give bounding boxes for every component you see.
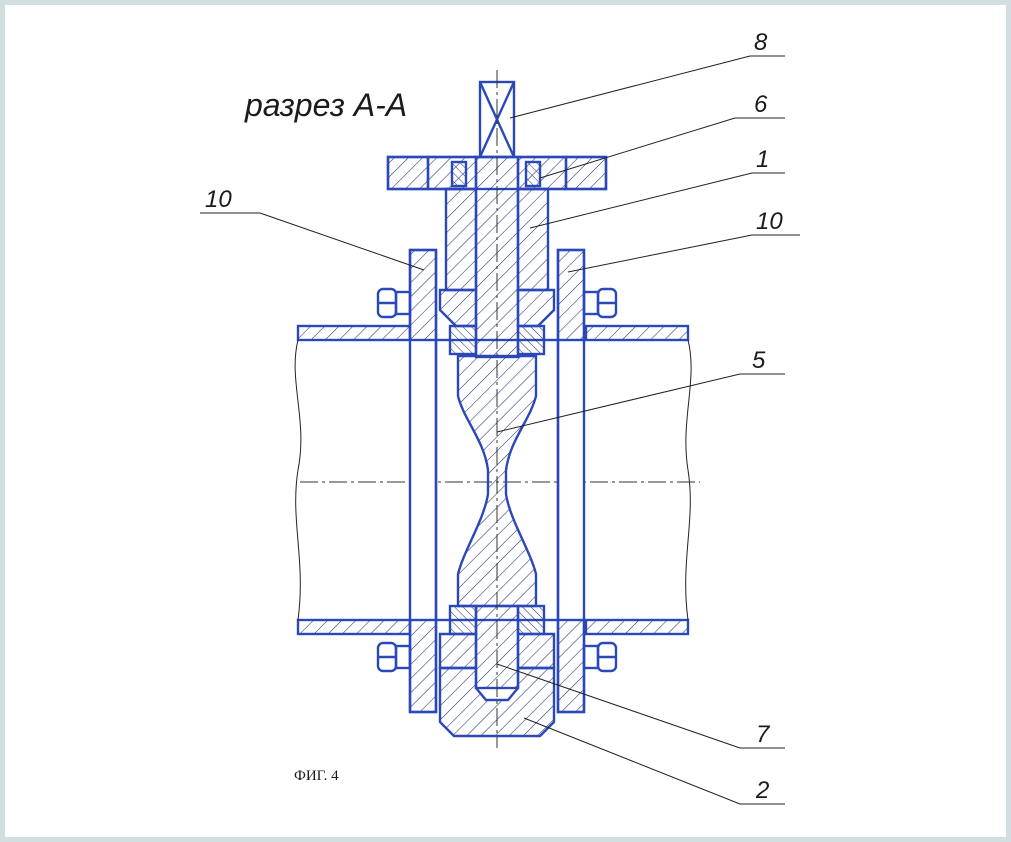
part-label-10-right: 10 xyxy=(756,208,783,235)
flange-right xyxy=(556,248,586,714)
bolt-lower-left xyxy=(376,641,412,673)
section-title: разрез А-А xyxy=(244,87,407,123)
pipe-right xyxy=(584,324,692,636)
shaft-lower xyxy=(474,604,520,690)
part-label-1: 1 xyxy=(756,146,769,173)
flange-left xyxy=(408,248,438,714)
bolt-lower-right xyxy=(582,641,618,673)
part-label-5: 5 xyxy=(752,347,766,374)
part-label-8: 8 xyxy=(754,29,768,56)
part-label-10-left: 10 xyxy=(205,186,232,213)
part-label-6: 6 xyxy=(754,91,768,118)
pipe-left xyxy=(294,324,412,636)
part-label-7: 7 xyxy=(756,721,771,748)
lower-bushings xyxy=(438,604,556,670)
bolt-upper-left xyxy=(376,287,412,319)
leader-lines xyxy=(200,55,800,805)
part-label-2: 2 xyxy=(755,777,769,804)
valve-body-neck xyxy=(438,187,556,356)
bolt-upper-right xyxy=(582,287,618,319)
figure-caption: ФИГ. 4 xyxy=(294,768,339,784)
